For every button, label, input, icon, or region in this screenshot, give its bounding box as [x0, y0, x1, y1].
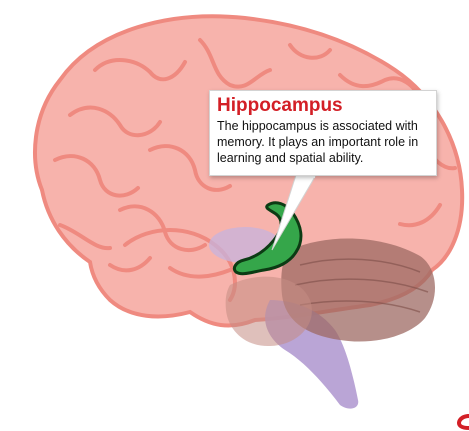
corner-logo-icon [455, 411, 469, 431]
callout-description: The hippocampus is associated with memor… [217, 118, 429, 166]
pons [226, 277, 312, 346]
callout-title: Hippocampus [217, 95, 429, 116]
hippocampus-callout: Hippocampus The hippocampus is associate… [209, 90, 437, 176]
